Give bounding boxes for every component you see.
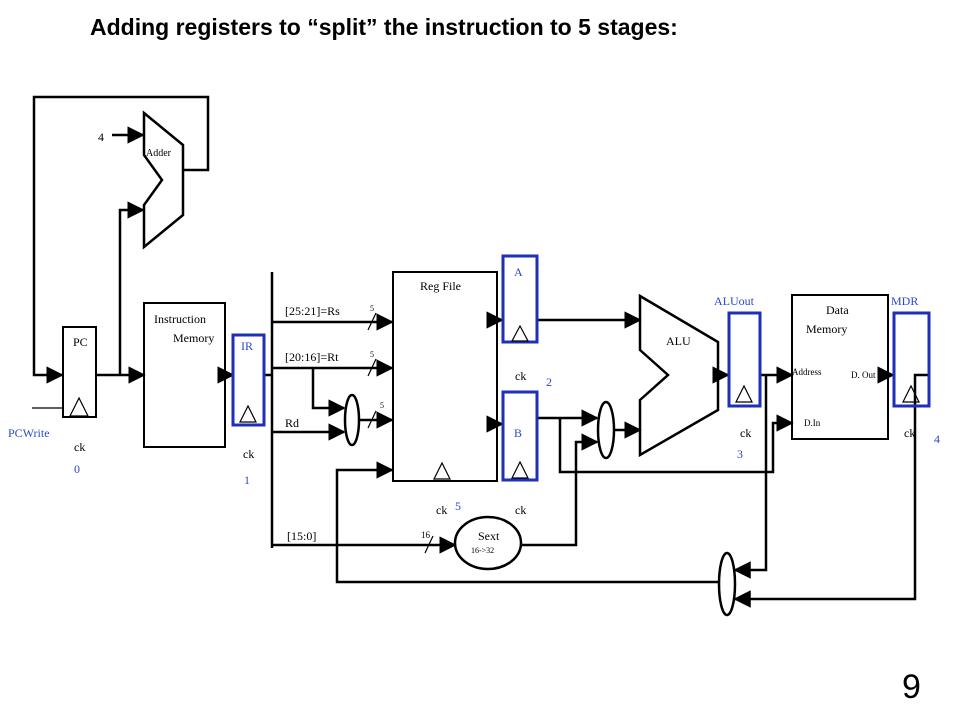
pc-label: PC [73, 335, 88, 349]
stage-number-1: 1 [244, 473, 250, 487]
wire-pc-to-adder [118, 201, 145, 375]
stage-number-4: 4 [934, 432, 940, 446]
alu-label: ALU [666, 334, 691, 348]
a-register-label: A [514, 265, 523, 279]
dmem-address-label: Address [792, 367, 822, 377]
width-slash-wreg [367, 410, 377, 429]
b-register-label: B [514, 426, 522, 440]
rt-field-label: [20:16]=Rt [285, 350, 339, 364]
adder [142, 110, 185, 250]
dmem-dout-label: D. Out [851, 370, 876, 380]
mdr-label: MDR [891, 294, 918, 308]
mdr-clock-triangle [902, 384, 920, 403]
b-register [501, 390, 539, 482]
sign-extend [453, 515, 523, 571]
wire-adder-to-pc [32, 95, 210, 384]
stage-number-5: 5 [455, 499, 461, 513]
aluout-ck-label: ck [740, 426, 751, 440]
a-clock-triangle [511, 324, 529, 342]
imm-field-label: [15:0] [287, 529, 316, 543]
b-ck-label: ck [515, 503, 526, 517]
pc-clock-triangle [69, 396, 89, 417]
dmem-din-label: D.In [804, 418, 821, 428]
slide-number: 9 [902, 668, 921, 706]
b-clock-triangle [511, 460, 529, 479]
writeback-mux [717, 551, 737, 617]
regdst-mux [343, 393, 361, 447]
alusrc-mux [596, 400, 616, 460]
width-slash-rs [367, 312, 377, 331]
rd-field-label: Rd [285, 416, 299, 430]
wire-mdr-to-wbmux [733, 373, 929, 608]
aluout-label: ALUout [714, 294, 755, 308]
regfile-label: Reg File [420, 279, 461, 293]
wire-wbmux-to-regfile [335, 461, 719, 584]
instruction-memory [143, 302, 226, 448]
pc-register [62, 326, 97, 418]
stage-number-0: 0 [74, 462, 80, 476]
wire-rt-to-mux [311, 368, 346, 417]
alu [638, 293, 720, 458]
width-slash-rt [367, 358, 377, 377]
width-label-rs: 5 [370, 304, 374, 313]
adder-label: Adder [146, 148, 172, 159]
dmem-label-line2: Memory [806, 322, 847, 336]
sext-label: Sext [478, 529, 500, 543]
regfile-ck-label: ck [436, 503, 447, 517]
mdr-ck-label: ck [904, 426, 915, 440]
wire-b-to-din [558, 414, 794, 474]
pcwrite-label: PCWrite [8, 426, 50, 440]
aluout-clock-triangle [735, 384, 753, 403]
ir-label: IR [241, 339, 253, 353]
a-register [501, 254, 539, 344]
aluout-register [727, 311, 762, 408]
width-slash-imm [424, 535, 434, 554]
stage-number-3: 3 [737, 447, 743, 461]
stage-number-2: 2 [546, 375, 552, 389]
imem-label-line1: Instruction [154, 312, 206, 326]
wire-aluout-to-wbmux [733, 375, 768, 579]
ir-register [231, 333, 266, 427]
slide-title: Adding registers to “split” the instruct… [90, 14, 678, 40]
ir-clock-triangle [239, 404, 257, 423]
width-label-rt: 5 [370, 350, 374, 359]
adder-const-label: 4 [98, 130, 104, 144]
rs-field-label: [25:21]=Rs [285, 304, 340, 318]
regfile-clock-triangle [433, 461, 451, 480]
data-memory [791, 294, 889, 440]
ir-ck-label: ck [243, 447, 254, 461]
wire-sext-to-alumux [521, 433, 599, 547]
width-label-wreg: 5 [380, 401, 384, 410]
sext-sub-label: 16->32 [471, 546, 494, 555]
register-file [392, 271, 498, 482]
dmem-label-line1: Data [826, 303, 849, 317]
width-label-imm: 16 [421, 530, 431, 540]
pc-ck-label: ck [74, 440, 85, 454]
imem-label-line2: Memory [173, 331, 214, 345]
mdr-register [892, 311, 931, 408]
a-ck-label: ck [515, 369, 526, 383]
